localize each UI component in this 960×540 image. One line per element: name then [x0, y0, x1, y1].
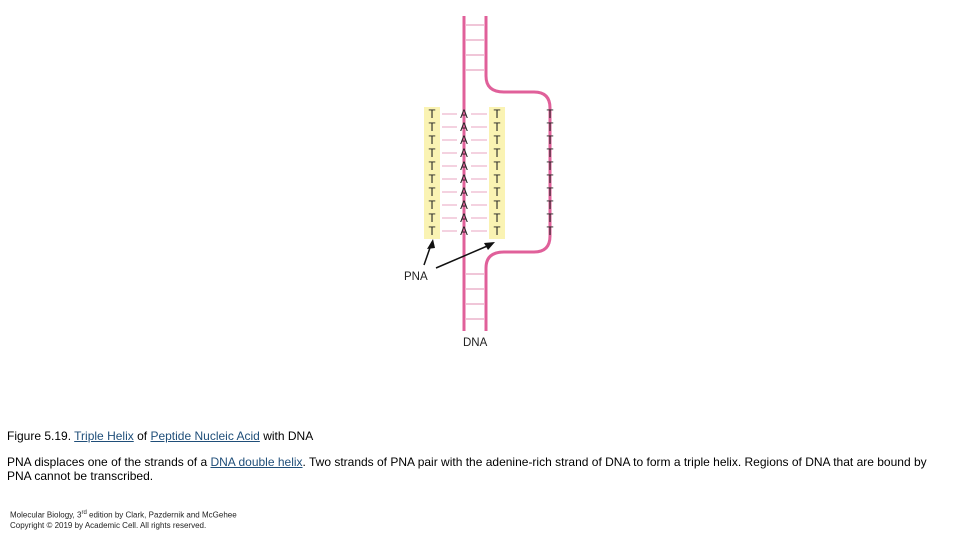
dna-adenine-base: A [460, 135, 468, 147]
pna-left-base: T [428, 187, 435, 199]
displaced-thymine-base: T [546, 109, 553, 121]
caption-with-dna: with DNA [263, 429, 314, 443]
dna-adenine-base: A [460, 187, 468, 199]
displaced-thymine-base: T [546, 213, 553, 225]
pna-left-box [424, 107, 440, 239]
pna-left-base: T [428, 213, 435, 225]
pna-right-base: T [493, 187, 500, 199]
dna-strands [462, 16, 552, 331]
dna-adenine-base: A [460, 148, 468, 160]
pna-label: PNA [404, 271, 428, 283]
dna-adenine-base: A [460, 109, 468, 121]
pna-left-base: T [428, 174, 435, 186]
dna-adenine-base: A [460, 226, 468, 238]
pna-right-base: T [493, 148, 500, 160]
pna-right-base: T [493, 174, 500, 186]
dna-label: DNA [463, 337, 488, 349]
figure-caption-body: PNA displaces one of the strands of a DN… [7, 455, 947, 483]
pna-arrow-left-head [427, 239, 435, 249]
dna-double-helix-link[interactable]: DNA double helix [210, 455, 303, 469]
copyright-credit: Molecular Biology, 3rd edition by Clark,… [10, 508, 237, 531]
pna-right-base: T [493, 161, 500, 173]
credit-line-1: Molecular Biology, 3rd edition by Clark,… [10, 510, 237, 520]
pna-left-base: T [428, 148, 435, 160]
pna-left-base: T [428, 122, 435, 134]
pna-left-base: T [428, 200, 435, 212]
pna-left-base: T [428, 226, 435, 238]
triple-helix-link[interactable]: Triple Helix [74, 429, 134, 443]
displaced-thymine-base: T [546, 135, 553, 147]
caption-body-start: PNA displaces one of the strands of a [7, 455, 208, 469]
displaced-thymine-base: T [546, 122, 553, 134]
pna-right-base: T [493, 122, 500, 134]
caption-of: of [137, 429, 148, 443]
pna-right-base: T [493, 213, 500, 225]
displaced-thymine-base: T [546, 200, 553, 212]
pna-arrows [423, 239, 495, 269]
displaced-thymine-base: T [546, 148, 553, 160]
pna-arrow-right-shaft [435, 243, 493, 269]
displaced-thymine-base: T [546, 161, 553, 173]
dna-adenine-base: A [460, 122, 468, 134]
figure-number: Figure 5.19. [7, 429, 72, 443]
credit-line-2: Copyright © 2019 by Academic Cell. All r… [10, 520, 207, 530]
caption-body-rest: . Two strands of PNA pair with the adeni… [7, 455, 927, 483]
pna-left-base: T [428, 135, 435, 147]
dna-adenine-base: A [460, 200, 468, 212]
pna-right-base: T [493, 226, 500, 238]
pna-right-base: T [493, 135, 500, 147]
pna-left-base: T [428, 161, 435, 173]
base-pair-rungs [442, 24, 487, 320]
displaced-thymine-base: T [546, 226, 553, 238]
figure-caption-title: Figure 5.19. Triple Helix of Peptide Nuc… [7, 429, 313, 444]
pna-right-base: T [493, 200, 500, 212]
pna-right-base: T [493, 109, 500, 121]
displaced-thymine-base: T [546, 187, 553, 199]
pna-arrow-right-head [484, 242, 495, 250]
displaced-thymine-base: T [546, 174, 553, 186]
dna-adenine-base: A [460, 174, 468, 186]
pna-left-base: T [428, 109, 435, 121]
dna-adenine-base: A [460, 213, 468, 225]
dna-adenine-base: A [460, 161, 468, 173]
peptide-nucleic-acid-link[interactable]: Peptide Nucleic Acid [150, 429, 260, 443]
edition-superscript: rd [81, 510, 87, 516]
dna-strand-displaced [484, 16, 552, 331]
pna-right-box [489, 107, 505, 239]
pna-strand-boxes [424, 107, 505, 239]
